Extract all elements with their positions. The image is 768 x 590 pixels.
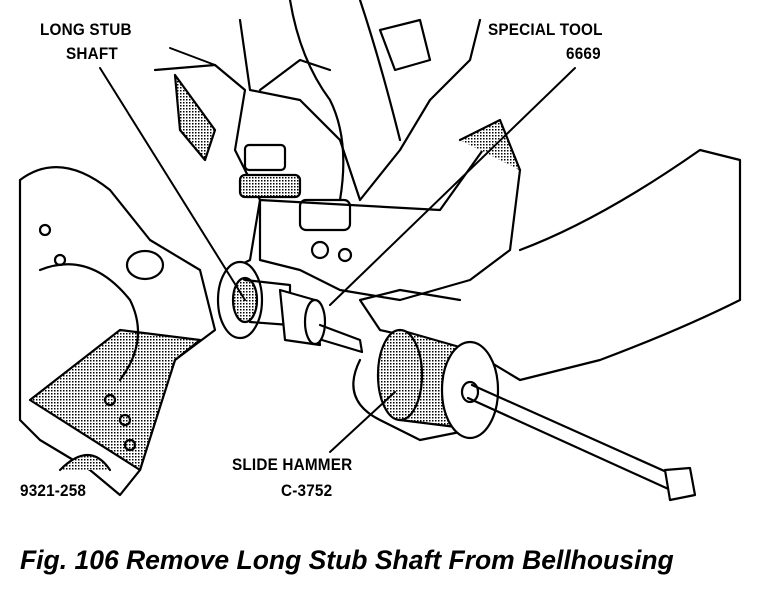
slide-hammer-label-line2: C-3752 bbox=[281, 481, 333, 500]
bellhousing bbox=[153, 0, 522, 302]
figure-id: 9321-258 bbox=[20, 481, 87, 500]
long-stub-shaft-label-line1: LONG STUB bbox=[40, 20, 132, 39]
leader-lines bbox=[99, 47, 576, 453]
special-tool-6669 bbox=[278, 288, 364, 354]
slide-hammer-c-3752 bbox=[376, 328, 697, 502]
slide-hammer-label-line1: SLIDE HAMMER bbox=[232, 455, 353, 474]
special-tool-label-line2: 6669 bbox=[566, 44, 601, 63]
hand bbox=[352, 148, 742, 442]
figure-caption: Fig. 106 Remove Long Stub Shaft From Bel… bbox=[20, 545, 674, 575]
special-tool-label-line1: SPECIAL TOOL bbox=[488, 20, 603, 39]
transmission-case bbox=[18, 166, 217, 497]
long-stub-shaft-label-line2: SHAFT bbox=[66, 44, 118, 63]
